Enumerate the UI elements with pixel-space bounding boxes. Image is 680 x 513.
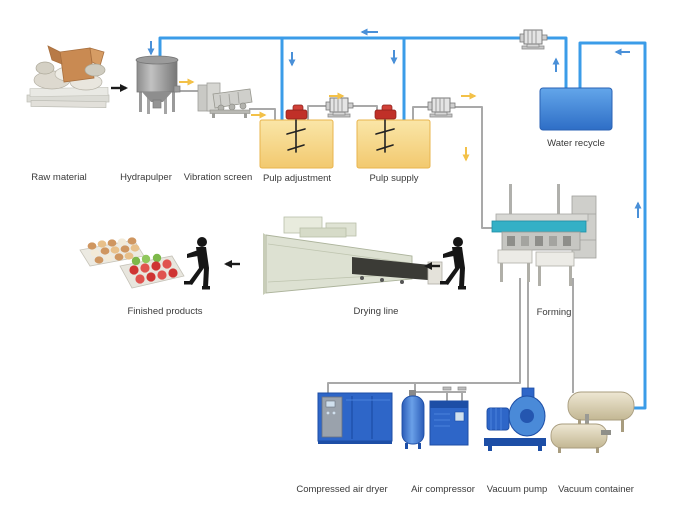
agitator-icon [286, 119, 306, 153]
water-supply-pipe [158, 36, 568, 90]
pump-icon [325, 97, 354, 118]
pump-icon [427, 97, 456, 118]
agitator-motor-icon [285, 104, 308, 120]
drying-line-icon [263, 216, 443, 295]
valve-handles [442, 386, 467, 391]
pipe-supply-to-forming [412, 106, 500, 229]
label-forming: Forming [537, 307, 572, 318]
pump-icon [519, 29, 548, 50]
pulp-supply-tank-icon [356, 104, 431, 169]
pipe-tank-to-compressor [413, 391, 466, 401]
label-water-recycle: Water recycle [547, 138, 605, 149]
vacuum-pump-icon [484, 387, 546, 451]
label-pulp-adjustment: Pulp adjustment [263, 173, 331, 184]
label-finished-products: Finished products [128, 306, 203, 317]
water-flow-arrows [147, 28, 642, 218]
water-return-pipe [578, 41, 647, 410]
forming-machine-icon [491, 184, 597, 286]
worker-icon [440, 237, 466, 290]
label-air-compressor: Air compressor [411, 484, 475, 495]
water-pipe-network [158, 36, 647, 410]
pulp-pipe-network [176, 90, 574, 401]
finished-products-icon [79, 237, 185, 289]
label-hydrapulper: Hydrapulper [120, 172, 172, 183]
vacuum-container-icon [550, 391, 635, 453]
air-tank-icon [401, 390, 425, 449]
label-compressed-air-dryer: Compressed air dryer [296, 484, 387, 495]
label-vacuum-pump: Vacuum pump [487, 484, 548, 495]
label-pulp-supply: Pulp supply [369, 173, 418, 184]
pipe-screen-to-adjustment [249, 108, 276, 120]
label-drying-line: Drying line [354, 306, 399, 317]
label-vacuum-container: Vacuum container [558, 484, 634, 495]
label-vibration-screen: Vibration screen [184, 172, 252, 183]
diagram-labels: Raw material Hydrapulper Vibration scree… [31, 138, 634, 495]
air-compressor-icon [429, 400, 469, 446]
agitator-motor-icon [374, 104, 397, 120]
pipe-forming-air-line [327, 278, 521, 395]
pulp-adjustment-tank-icon [259, 104, 334, 169]
material-flow-arrows [111, 84, 440, 270]
agitator-icon [375, 119, 395, 153]
vibration-screen-icon [197, 82, 253, 118]
worker-icon [184, 237, 210, 290]
label-raw-material: Raw material [31, 172, 86, 183]
water-recycle-tank-icon [539, 87, 613, 131]
hydrapulper-icon [135, 55, 181, 114]
pulp-flow-arrows [179, 78, 477, 162]
compressed-air-dryer-icon [317, 392, 393, 444]
raw-material-icon [26, 45, 110, 109]
